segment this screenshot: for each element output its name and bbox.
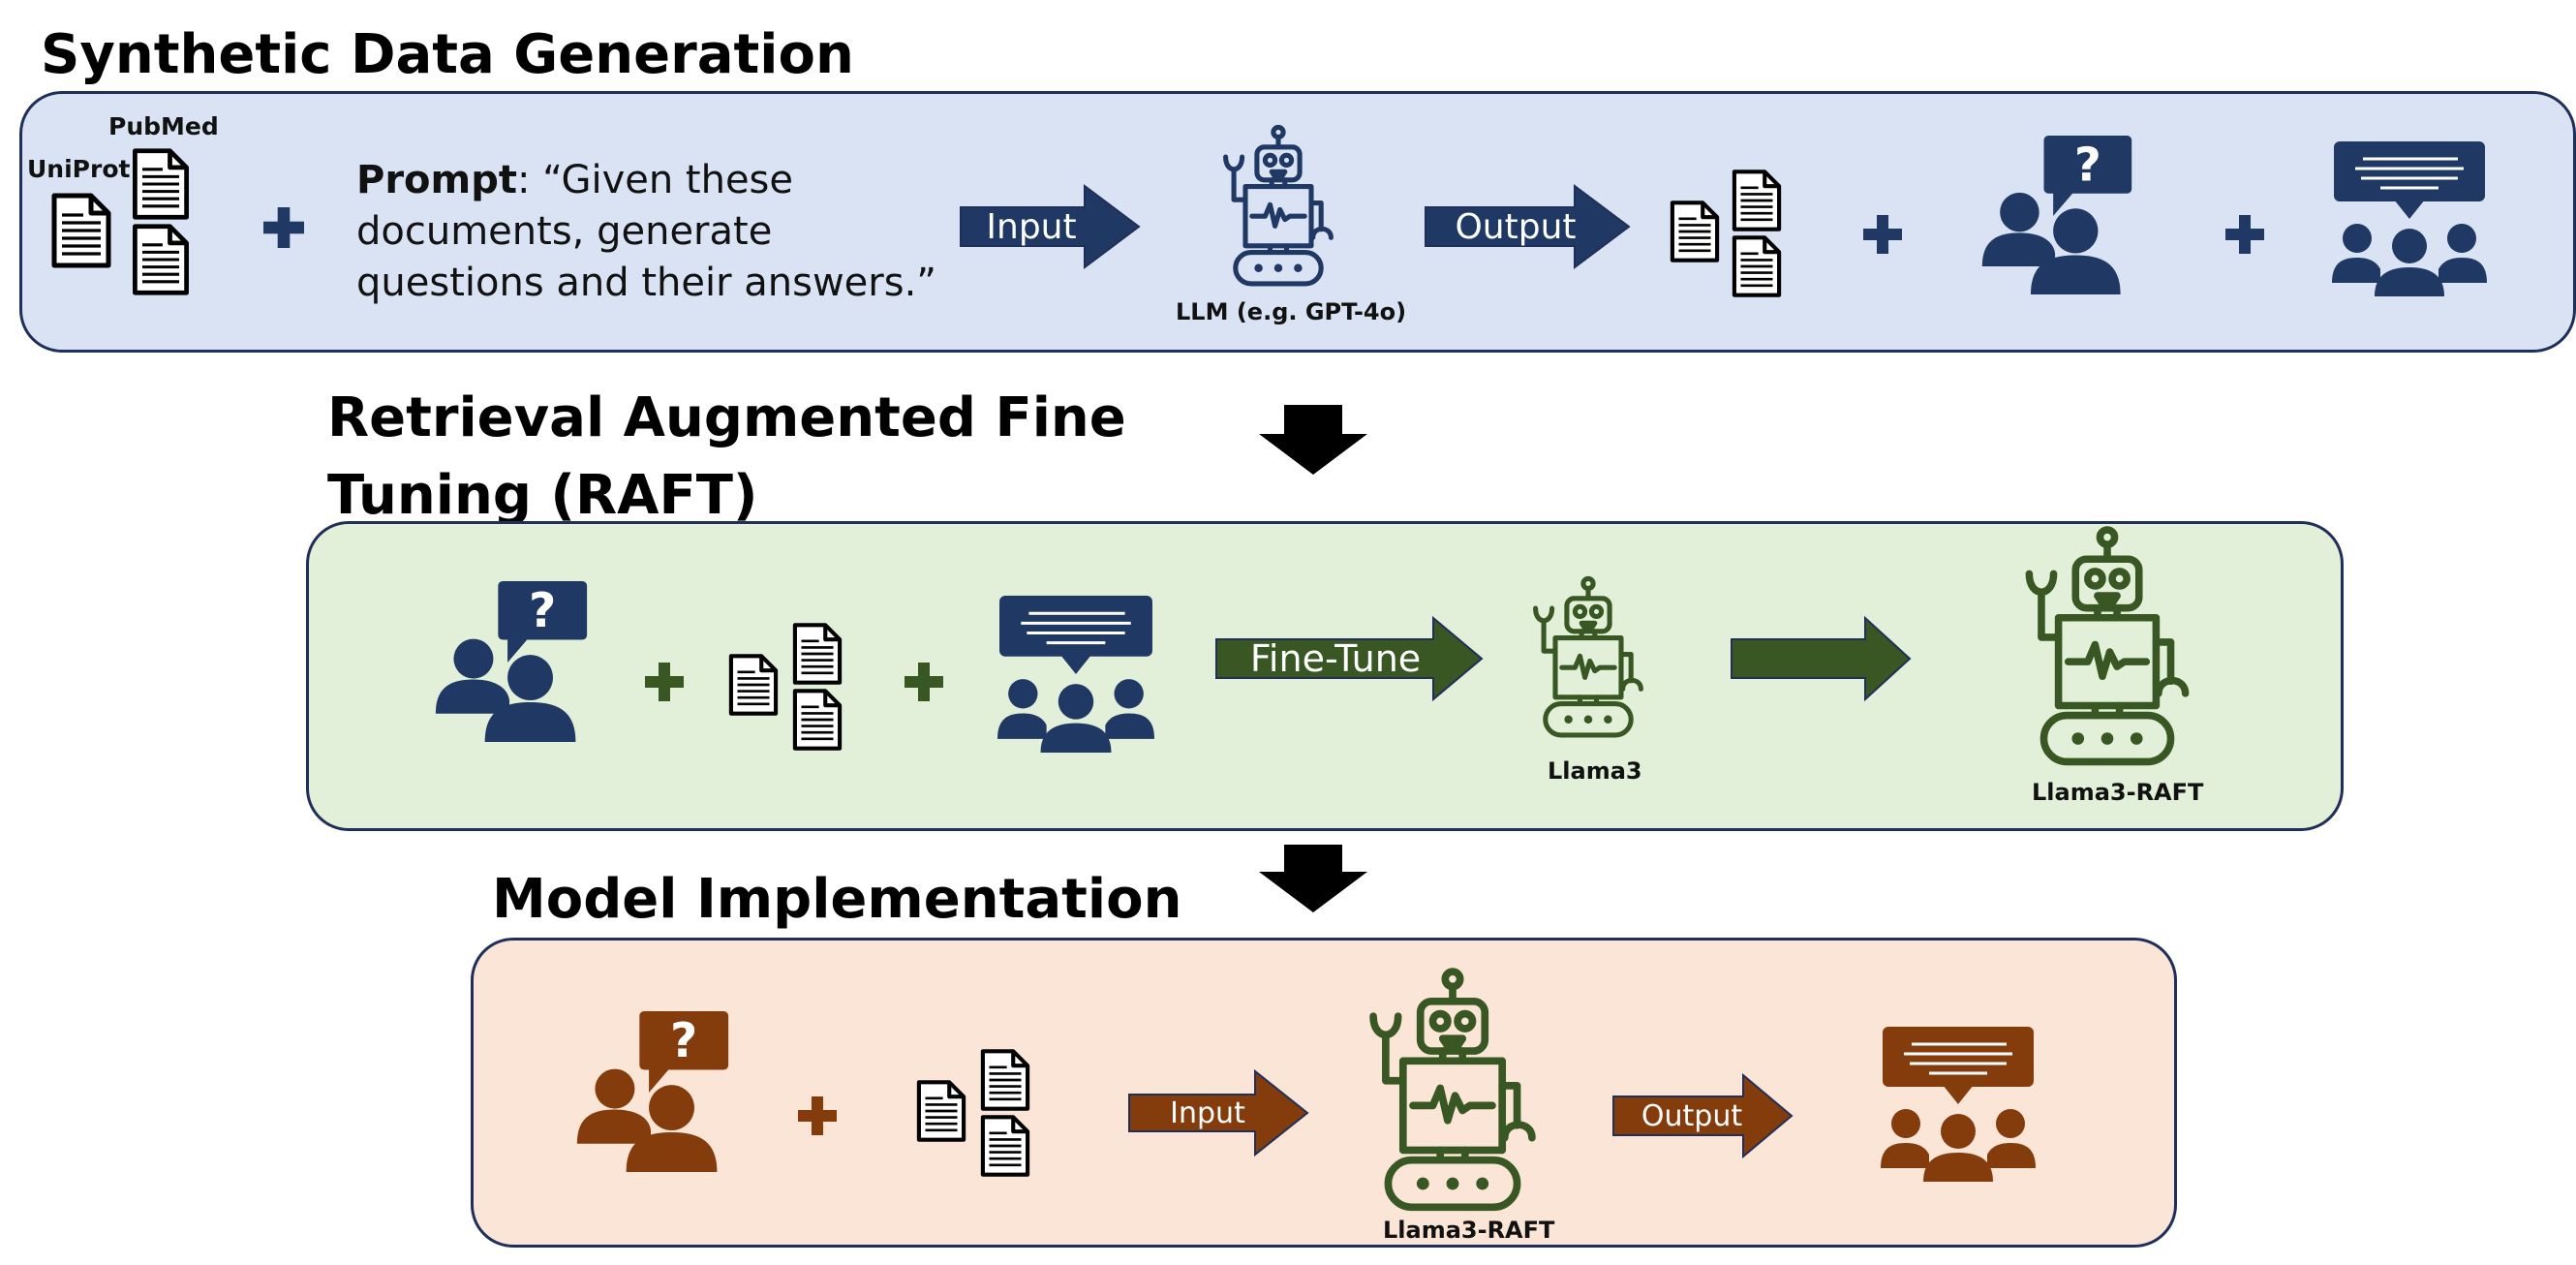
answer-group-icon <box>997 595 1154 754</box>
question-person-icon <box>1979 136 2134 294</box>
plus-icon <box>798 1096 837 1135</box>
prompt-text: Prompt: “Given these documents, generate… <box>356 155 957 309</box>
arrow-down-icon <box>1259 405 1367 475</box>
document-icon <box>130 147 192 221</box>
question-person-icon <box>575 1011 730 1172</box>
implementation-input-label: Input <box>1170 1095 1245 1130</box>
document-icon <box>978 1114 1032 1178</box>
question-person-icon <box>434 581 589 742</box>
plus-icon <box>1863 215 1902 254</box>
section-title-implementation: Model Implementation <box>492 868 1182 931</box>
llm-label: LLM (e.g. GPT-4o) <box>1176 298 1407 325</box>
implementation-input-arrow: Input <box>1127 1068 1311 1157</box>
section-title-raft: Retrieval Augmented Fine Tuning (RAFT) <box>327 380 1126 535</box>
robot-icon <box>1520 575 1656 740</box>
section-title-synthetic: Synthetic Data Generation <box>41 23 854 86</box>
document-icon <box>1730 234 1784 298</box>
uniprot-label: UniProt <box>27 155 131 183</box>
robot-icon <box>1211 124 1346 289</box>
llama3-raft-label: Llama3-RAFT <box>2032 779 2204 806</box>
arrow-right-icon <box>1128 1068 1309 1157</box>
arrow-right-icon <box>1215 615 1484 702</box>
input-arrow: Input <box>959 184 1143 269</box>
output-arrow: Output <box>1424 184 1633 269</box>
plus-icon <box>263 207 304 248</box>
implementation-llama3-raft-label: Llama3-RAFT <box>1383 1217 1555 1244</box>
arrow-right-icon <box>1731 615 1912 702</box>
document-icon <box>790 622 844 686</box>
arrow-right-icon <box>960 184 1141 269</box>
llama3-label: Llama3 <box>1548 757 1642 785</box>
input-arrow-label: Input <box>986 206 1077 247</box>
document-icon <box>130 223 192 296</box>
implementation-output-arrow: Output <box>1611 1072 1795 1159</box>
document-icon <box>978 1048 1032 1112</box>
document-icon <box>1668 200 1722 263</box>
prompt-body: : “Given these documents, generate quest… <box>356 158 937 305</box>
arrow-right-icon <box>1612 1072 1794 1159</box>
document-icon <box>726 653 781 717</box>
output-arrow-label: Output <box>1455 206 1577 247</box>
raft-title-line1: Retrieval Augmented Fine <box>327 386 1126 449</box>
robot-icon <box>1352 967 1553 1215</box>
pubmed-label: PubMed <box>108 112 219 140</box>
answer-group-icon <box>2332 141 2487 296</box>
arrow-right-icon <box>1425 184 1631 269</box>
implementation-panel <box>471 938 2177 1248</box>
document-icon <box>790 688 844 752</box>
arrow-down-icon <box>1259 845 1367 912</box>
plus-icon <box>2225 215 2264 254</box>
finetune-arrow: Fine-Tune <box>1214 615 1484 702</box>
synthetic-panel <box>19 91 2576 353</box>
plus-icon <box>645 663 684 701</box>
raft-title-line2: Tuning (RAFT) <box>327 464 758 527</box>
document-icon <box>914 1079 968 1143</box>
document-icon <box>50 192 112 269</box>
plus-icon <box>905 663 943 701</box>
answer-group-icon <box>1879 1027 2038 1182</box>
document-icon <box>1730 169 1784 232</box>
finetune-arrow-label: Fine-Tune <box>1249 637 1422 680</box>
robot-icon <box>2009 525 2206 769</box>
prompt-bold: Prompt <box>356 158 517 202</box>
implementation-output-label: Output <box>1641 1098 1743 1133</box>
